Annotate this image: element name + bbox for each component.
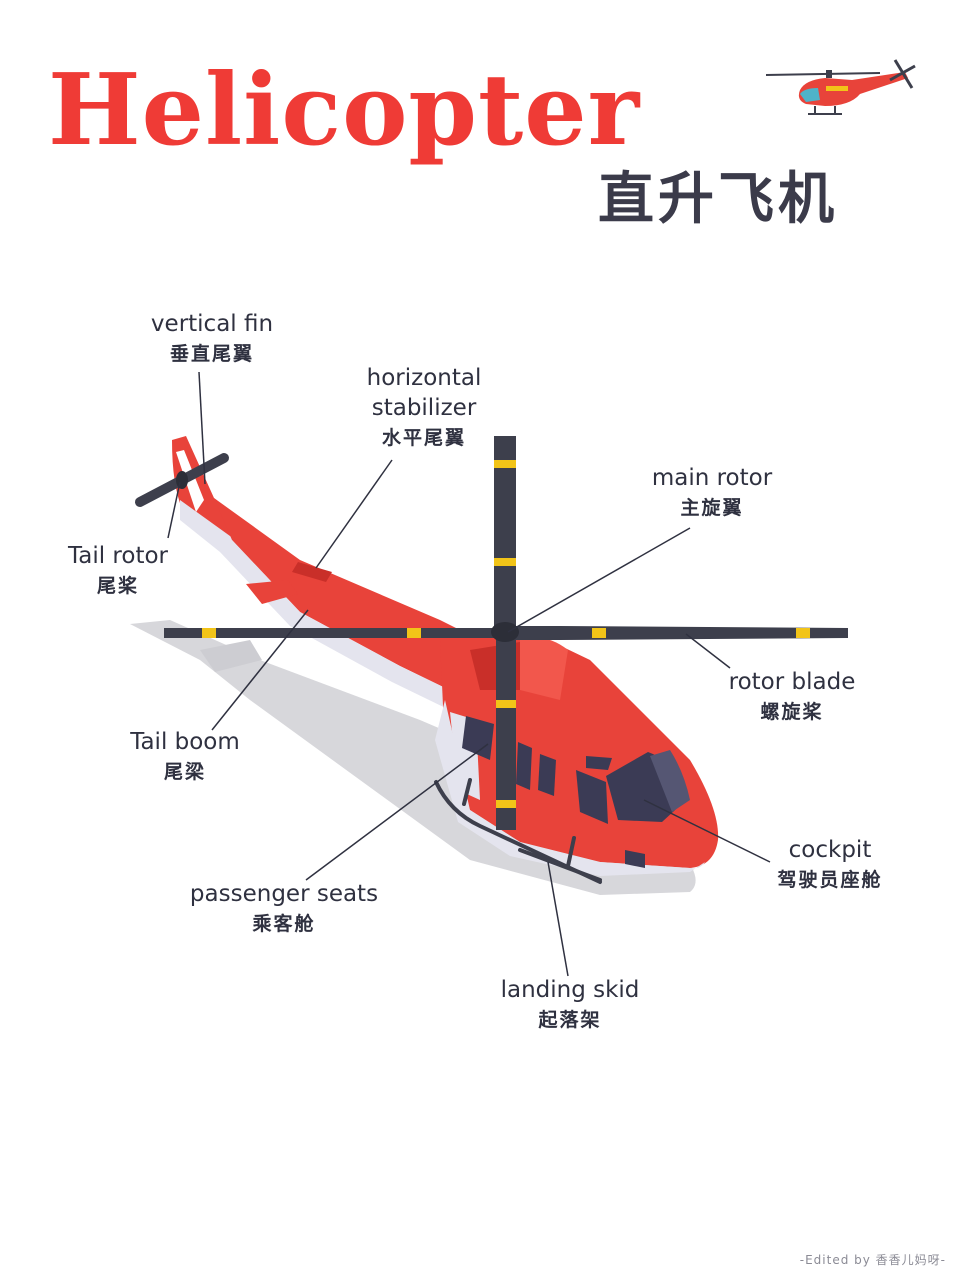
label-horizontal-stabilizer: horizontal stabilizer 水平尾翼 bbox=[367, 364, 482, 452]
horizontal-stabilizer-left bbox=[246, 580, 298, 604]
credit-text: -Edited by 香香儿妈呀- bbox=[799, 1253, 946, 1267]
horizontal-stabilizer-right bbox=[292, 562, 332, 582]
label-passenger-seats: passenger seats 乘客舱 bbox=[190, 880, 378, 938]
label-tail-rotor-zh: 尾桨 bbox=[96, 574, 139, 597]
title-english: Helicopter bbox=[48, 53, 641, 168]
label-landing-skid: landing skid 起落架 bbox=[501, 976, 640, 1034]
label-horizontal-stabilizer-en1: horizontal bbox=[366, 365, 482, 391]
label-rotor-blade-en: rotor blade bbox=[728, 669, 856, 695]
label-tail-boom-en: Tail boom bbox=[130, 729, 240, 755]
label-rotor-blade: rotor blade 螺旋桨 bbox=[729, 668, 856, 726]
label-vertical-fin: vertical fin 垂直尾翼 bbox=[151, 310, 273, 368]
title-chinese: 直升飞机 bbox=[598, 167, 838, 232]
cabin-windows bbox=[462, 716, 690, 868]
label-tail-rotor: Tail rotor 尾桨 bbox=[68, 542, 168, 600]
label-tail-boom-zh: 尾梁 bbox=[163, 760, 207, 783]
label-horizontal-stabilizer-zh: 水平尾翼 bbox=[381, 426, 467, 449]
label-tail-boom: Tail boom 尾梁 bbox=[130, 728, 240, 786]
label-passenger-seats-en: passenger seats bbox=[189, 881, 379, 907]
landing-skids bbox=[434, 778, 602, 884]
label-main-rotor-en: main rotor bbox=[651, 465, 773, 491]
tail-boom-shape bbox=[214, 498, 500, 716]
label-horizontal-stabilizer-en2: stabilizer bbox=[371, 394, 477, 421]
label-cockpit-zh: 驾驶员座舱 bbox=[777, 868, 883, 891]
label-cockpit-en: cockpit bbox=[788, 837, 872, 863]
label-landing-skid-en: landing skid bbox=[500, 977, 640, 1003]
label-vertical-fin-zh: 垂直尾翼 bbox=[169, 342, 255, 365]
label-rotor-blade-zh: 螺旋桨 bbox=[760, 700, 824, 723]
label-main-rotor-zh: 主旋翼 bbox=[680, 496, 744, 519]
leader-lines bbox=[167, 371, 771, 977]
label-cockpit: cockpit 驾驶员座舱 bbox=[777, 836, 882, 894]
main-rotor-blades bbox=[164, 436, 848, 830]
label-main-rotor: main rotor 主旋翼 bbox=[652, 464, 772, 522]
helicopter-icon bbox=[765, 59, 916, 115]
label-tail-rotor-en: Tail rotor bbox=[68, 543, 168, 569]
label-landing-skid-zh: 起落架 bbox=[538, 1008, 602, 1031]
label-passenger-seats-zh: 乘客舱 bbox=[252, 912, 316, 935]
label-vertical-fin-en: vertical fin bbox=[150, 311, 274, 337]
